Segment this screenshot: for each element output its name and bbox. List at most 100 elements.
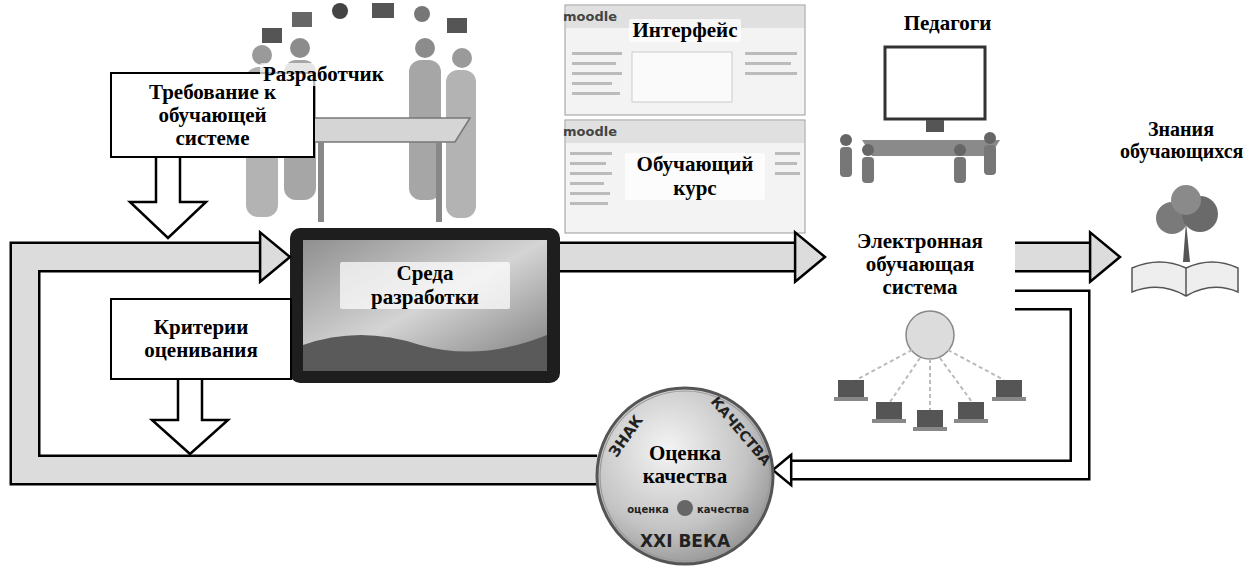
arrow-head [773, 455, 791, 485]
person-figure [954, 144, 966, 156]
node-label: Требование к обучающей системе [120, 81, 305, 150]
tablet-picture: Среда разработки [290, 228, 560, 383]
table-leg [436, 142, 442, 222]
teachers-illustration [840, 47, 1000, 183]
arrow-band-outline [1015, 242, 1090, 273]
node-label: Электронная обучающая система [834, 230, 1006, 299]
person-figure [954, 157, 966, 183]
screenshot-line [570, 182, 604, 185]
arrow-head [795, 232, 825, 281]
logo-text: moodle [563, 9, 617, 24]
tree-crown [1171, 185, 1201, 215]
teachers-picture: Педагоги [830, 8, 1010, 183]
screenshot-line [572, 62, 616, 65]
screen-landscape [303, 335, 547, 371]
flow-arrow [773, 300, 1080, 485]
screenshot-line [572, 72, 622, 75]
screenshot-line [572, 82, 612, 85]
node-label: Оценка качества [629, 442, 741, 488]
screenshot-panel [632, 52, 732, 102]
tablet-illustration [290, 228, 560, 383]
flow-arrow [25, 232, 597, 470]
network-link [940, 358, 972, 402]
arrow-head [260, 232, 290, 281]
person-figure [862, 157, 874, 183]
table-leg [318, 142, 324, 222]
arrow-band [1015, 244, 1090, 270]
medal-inscription: оценка [627, 504, 669, 515]
screenshot-line [572, 52, 622, 55]
logo-text: moodle [563, 124, 617, 139]
media-icon [292, 12, 312, 27]
node-label: Обучающий курс [625, 153, 765, 199]
medal-inscription: XXI ВЕКА [640, 531, 730, 551]
network-link [929, 359, 931, 410]
person-figure [840, 134, 852, 146]
person-figure [984, 145, 996, 175]
node-label: Среда разработки [340, 262, 510, 308]
node-label: Интерфейс [629, 19, 740, 42]
screenshot-line [570, 162, 606, 165]
laptop [992, 397, 1026, 401]
keyboard [862, 140, 1000, 156]
screenshot-line [570, 192, 610, 195]
knowledge-picture: Знания обучающихся [1120, 112, 1242, 302]
globe [906, 311, 954, 359]
node-label: Знания обучающихся [1120, 118, 1242, 162]
laptop [876, 402, 902, 419]
person-silhouette [446, 70, 476, 218]
node-label: Разработчик [260, 63, 387, 86]
network-illustration [834, 311, 1026, 431]
laptop [913, 427, 947, 431]
media-icon [262, 28, 282, 43]
monitor-stand [926, 120, 944, 132]
arrow-band-outline [560, 242, 795, 273]
person-silhouette [452, 48, 472, 68]
screenshot-line [775, 162, 797, 165]
callout-arrow [152, 372, 228, 454]
tablet-body [290, 228, 560, 383]
arrow-band-outline [25, 257, 597, 470]
table-top [290, 118, 470, 142]
person-figure [840, 147, 852, 177]
arrow-band-outline [791, 300, 1080, 470]
laptop [996, 380, 1022, 397]
arrow-band [560, 244, 795, 270]
network-link [856, 350, 912, 380]
developer-picture: Разработчик [240, 5, 480, 225]
tablet-screen [303, 240, 547, 371]
person-silhouette [252, 45, 272, 65]
screenshot-line [775, 152, 800, 155]
medal-rim [600, 391, 770, 561]
screenshot-line [745, 72, 797, 75]
screenshot-line [775, 172, 800, 175]
medal-inscription: качества [697, 504, 749, 515]
open-book [1132, 262, 1238, 296]
laptop [958, 402, 984, 419]
screenshot-line [570, 202, 608, 205]
arrow-head [1090, 232, 1120, 281]
flow-arrow [560, 232, 825, 281]
screenshot-line [745, 62, 791, 65]
laptop [834, 397, 868, 401]
laptop [954, 419, 988, 423]
media-icon [447, 18, 467, 33]
screenshot-line [570, 152, 612, 155]
screenshot-line [572, 92, 620, 95]
screenshot-line [745, 52, 797, 55]
callout-box: Критерии оценивания [110, 298, 292, 380]
arrow-band [25, 257, 597, 470]
person-figure [862, 144, 874, 156]
person-figure [984, 132, 996, 144]
node-label: Педагоги [901, 12, 995, 35]
arrow-band [791, 300, 1080, 470]
system-label-block: Электронная обучающая система [825, 222, 1015, 307]
person-silhouette [290, 38, 310, 58]
media-icon [414, 6, 430, 22]
monitor [885, 47, 985, 119]
network-link [948, 350, 1004, 380]
laptop [838, 380, 864, 397]
laptop [917, 410, 943, 427]
flow-arrow [1015, 232, 1120, 281]
network-link [890, 358, 920, 402]
